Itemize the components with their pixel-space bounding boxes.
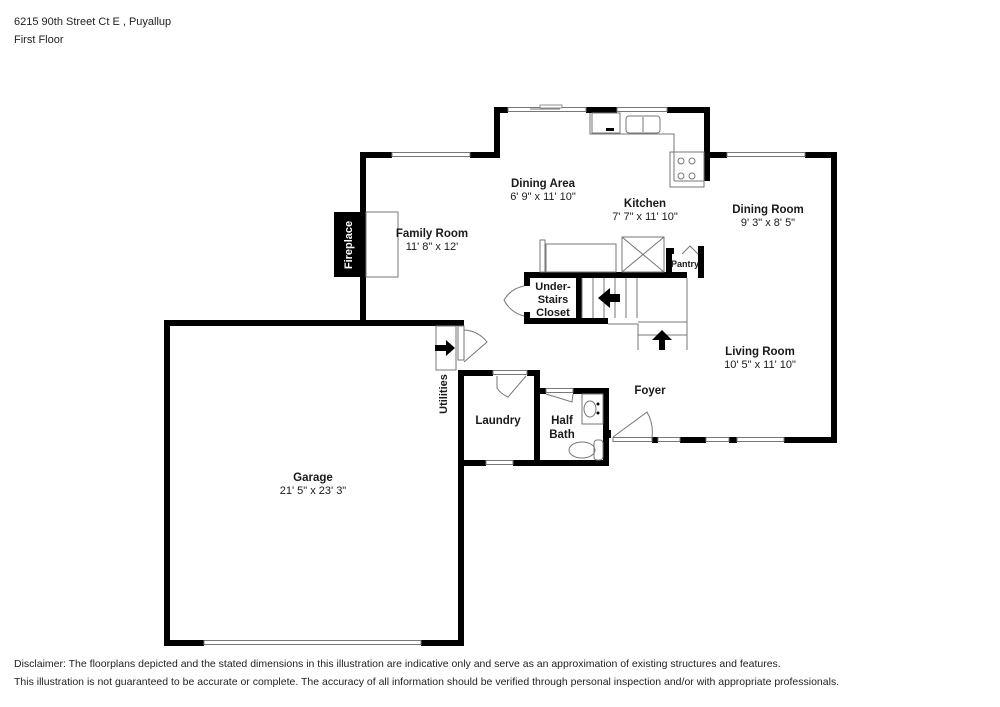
room-family-room: Family Room 11' 8" x 12' bbox=[396, 227, 468, 254]
room-dims: 6' 9" x 11' 10" bbox=[510, 191, 576, 203]
room-name-line2: Stairs bbox=[537, 294, 569, 306]
room-dims: 9' 3" x 8' 5" bbox=[740, 217, 796, 229]
room-dims: 10' 5" x 11' 10" bbox=[724, 359, 796, 371]
room-garage: Garage 21' 5" x 23' 3" bbox=[280, 471, 346, 498]
room-name: Family Room bbox=[395, 228, 469, 240]
walls bbox=[164, 107, 837, 646]
room-dining-room: Dining Room 9' 3" x 8' 5" bbox=[732, 203, 804, 230]
utilities-label: Utilities bbox=[438, 374, 450, 414]
room-name: Garage bbox=[293, 472, 333, 484]
fireplace-label: Fireplace bbox=[343, 220, 355, 270]
room-name: Foyer bbox=[634, 385, 666, 397]
floor-label: First Floor bbox=[14, 34, 64, 46]
room-under-stairs-closet: Under- Stairs Closet bbox=[535, 281, 570, 320]
property-address: 6215 90th Street Ct E , Puyallup bbox=[14, 16, 172, 28]
room-name-line2: Bath bbox=[549, 429, 575, 441]
room-name: Laundry bbox=[475, 415, 521, 427]
room-dims: 11' 8" x 12' bbox=[405, 241, 459, 253]
room-name-line3: Closet bbox=[536, 307, 570, 319]
room-laundry: Laundry bbox=[475, 414, 520, 428]
disclaimer-line1: Disclaimer: The floorplans depicted and … bbox=[14, 658, 781, 670]
room-dining-area: Dining Area 6' 9" x 11' 10" bbox=[510, 177, 576, 204]
room-name: Dining Room bbox=[732, 204, 804, 216]
disclaimer-line2: This illustration is not guaranteed to b… bbox=[14, 676, 840, 688]
room-dims: 7' 7" x 11' 10" bbox=[612, 211, 678, 223]
room-dims: 21' 5" x 23' 3" bbox=[279, 485, 347, 497]
room-name: Living Room bbox=[725, 346, 795, 358]
room-name-line1: Half bbox=[551, 415, 573, 427]
room-pantry: Pantry bbox=[670, 259, 700, 269]
room-kitchen: Kitchen 7' 7" x 11' 10" bbox=[612, 197, 678, 224]
room-living-room: Living Room 10' 5" x 11' 10" bbox=[724, 345, 796, 372]
room-foyer: Foyer bbox=[634, 384, 665, 398]
room-name: Dining Area bbox=[510, 178, 576, 190]
room-name-line1: Under- bbox=[535, 281, 571, 293]
room-half-bath: Half Bath bbox=[549, 414, 575, 442]
room-name: Kitchen bbox=[623, 198, 667, 210]
